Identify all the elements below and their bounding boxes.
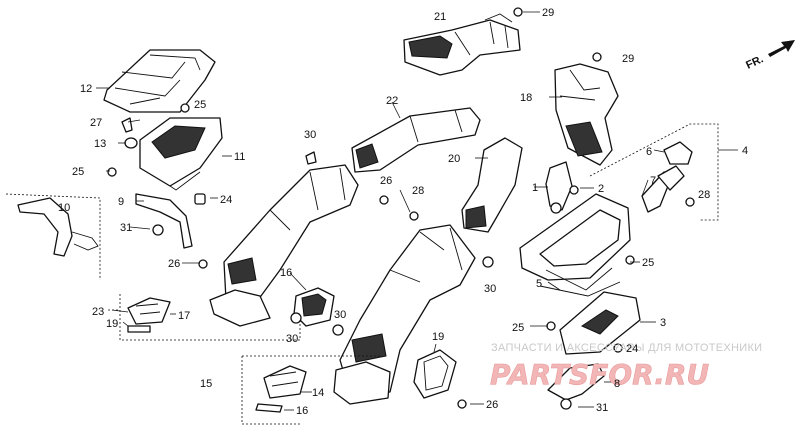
- screw-26a-icon: [379, 195, 389, 205]
- part-22-center-duct: [351, 107, 481, 173]
- part-17-filter: [127, 297, 171, 325]
- callout-30: 30: [334, 309, 346, 321]
- nut-31a-icon: [152, 224, 164, 236]
- callout-26: 26: [168, 258, 180, 270]
- part-16-outlet: [293, 287, 335, 327]
- clip-28-icon: [409, 211, 419, 221]
- callout-12: 12: [80, 83, 92, 95]
- part-11-vent-housing: [139, 117, 223, 191]
- clip-30d-icon: [482, 256, 494, 268]
- leader-lines: [96, 87, 738, 411]
- nut-24b-icon: [613, 343, 623, 353]
- callout-11: 11: [234, 151, 245, 163]
- bolt-29-top-icon: [513, 7, 540, 17]
- callout-7: 7: [650, 175, 656, 187]
- part-10-bracket: [5, 193, 101, 280]
- screw-26b-icon: [198, 259, 208, 269]
- bolt-29b-icon: [592, 52, 602, 62]
- callout-13: 13: [94, 138, 106, 150]
- callout-21: 21: [434, 11, 446, 23]
- bracket-4: [589, 123, 719, 221]
- nut-31b-icon: [560, 398, 572, 410]
- watermark-logo: PARTSFOR.RU: [490, 358, 709, 391]
- clip-27-icon: [121, 117, 133, 133]
- callout-23: 23: [92, 306, 104, 318]
- callout-25: 25: [512, 322, 524, 334]
- part-16b-strip: [255, 403, 283, 413]
- callout-26: 26: [486, 399, 498, 411]
- callout-29: 29: [542, 7, 554, 19]
- callout-4: 4: [742, 145, 748, 157]
- nut-24a-icon: [194, 193, 206, 205]
- callout-8: 8: [614, 378, 620, 390]
- callout-25: 25: [642, 257, 654, 269]
- callout-24: 24: [626, 343, 638, 355]
- callout-17: 17: [178, 310, 190, 322]
- part-6-clip: [663, 141, 693, 165]
- callout-26: 26: [380, 175, 392, 187]
- callout-19: 19: [432, 331, 444, 343]
- part-1-actuator: [545, 161, 573, 214]
- callout-9: 9: [118, 196, 124, 208]
- callout-1: 1: [532, 182, 538, 194]
- screw-2-icon: [569, 185, 579, 195]
- callout-24: 24: [220, 194, 232, 206]
- callout-30: 30: [484, 283, 496, 295]
- bolt-28b-icon: [685, 197, 695, 207]
- callout-28: 28: [698, 189, 710, 201]
- callout-5: 5: [536, 278, 542, 290]
- callout-25: 25: [194, 99, 206, 111]
- part-18-duct: [554, 63, 619, 166]
- bolt-25b-icon: [107, 167, 117, 177]
- bolt-25a-icon: [180, 103, 190, 113]
- callout-30: 30: [304, 129, 316, 141]
- right-long-duct: [333, 224, 476, 405]
- part-19a-strip: [127, 325, 151, 333]
- clip-30c-icon: [332, 324, 344, 336]
- callout-22: 22: [386, 95, 398, 107]
- callout-27: 27: [90, 117, 102, 129]
- callout-16: 16: [280, 267, 292, 279]
- callout-25: 25: [72, 166, 84, 178]
- left-long-duct: [209, 164, 359, 327]
- callout-3: 3: [660, 317, 666, 329]
- part-9-bracket: [135, 193, 193, 249]
- callout-6: 6: [646, 146, 652, 158]
- part-21-upper-duct: [403, 13, 521, 76]
- callout-labels: 21 29 29 12 25 27 13 11 25 22 30 18 4 6 …: [58, 7, 748, 417]
- part-3-cover: [559, 291, 641, 355]
- part-19b-outlet: [413, 349, 457, 399]
- callout-31: 31: [596, 402, 608, 414]
- callout-2: 2: [598, 183, 604, 195]
- screw-26c-icon: [457, 399, 467, 409]
- callout-14: 14: [312, 387, 324, 399]
- part-7-lever: [641, 165, 685, 213]
- bracket-15: [241, 355, 380, 425]
- callout-28: 28: [412, 185, 424, 197]
- clip-30a-icon: [305, 151, 317, 165]
- callout-10: 10: [58, 202, 70, 214]
- callout-31: 31: [120, 222, 132, 234]
- bolt-25d-icon: [546, 321, 556, 331]
- bolt-25c-icon: [625, 255, 635, 265]
- watermark-tagline: ЗАПЧАСТИ И АКСЕССУАРЫ ДЛЯ МОТОТЕХНИКИ: [491, 342, 762, 354]
- fr-label: FR.: [744, 53, 765, 71]
- callout-19: 19: [106, 318, 118, 330]
- grommet-13-icon: [124, 137, 138, 149]
- callout-18: 18: [520, 92, 532, 104]
- watermark: ЗАПЧАСТИ И АКСЕССУАРЫ ДЛЯ МОТОТЕХНИКИ PA…: [490, 342, 762, 391]
- part-14-filter: [263, 365, 307, 399]
- callout-20: 20: [448, 153, 460, 165]
- callout-30: 30: [286, 333, 298, 345]
- part-20-duct: [461, 137, 523, 233]
- front-direction-indicator: FR.: [744, 40, 795, 72]
- part-12-cover: [103, 49, 216, 113]
- callout-29: 29: [622, 53, 634, 65]
- part-5-vent-panel: [519, 193, 631, 297]
- front-arrow-icon: [768, 40, 795, 57]
- callout-16: 16: [296, 405, 308, 417]
- clip-30b-icon: [290, 312, 302, 324]
- callout-15: 15: [200, 378, 212, 390]
